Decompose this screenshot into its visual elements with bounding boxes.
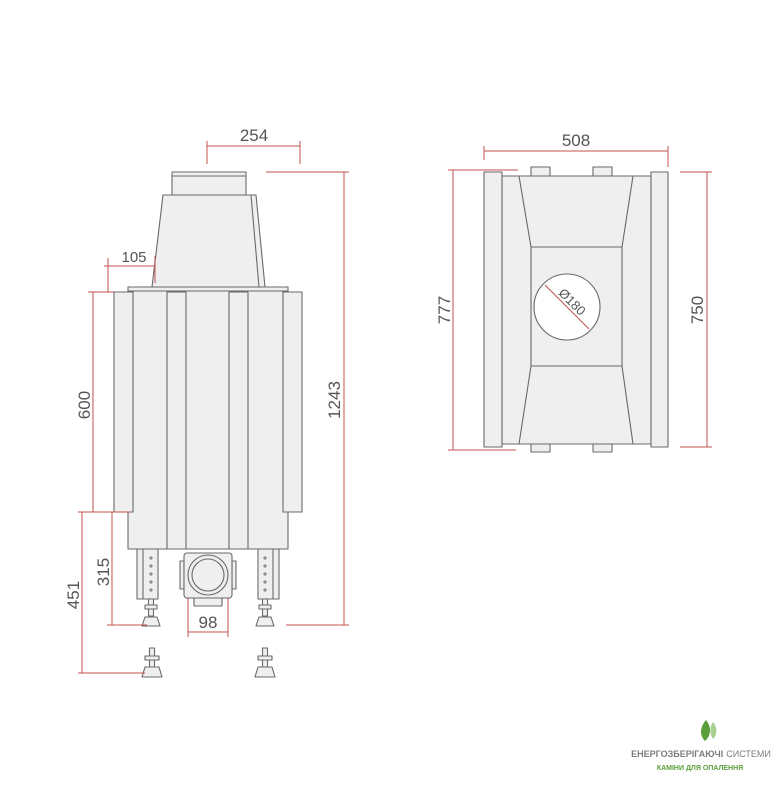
dim-leg-max-height: 451 [64, 512, 145, 674]
adjustment-hole [149, 588, 153, 592]
dim-label: 1243 [325, 381, 344, 419]
adjustment-hole [263, 564, 267, 568]
spare-foot-left [141, 647, 163, 678]
dim-leg-height: 315 [94, 512, 147, 626]
adjustment-hole [149, 564, 153, 568]
dim-line [544, 284, 590, 330]
dim-label: 451 [64, 581, 83, 609]
adjustment-hole [149, 572, 153, 576]
dim-depth-outer: 777 [435, 169, 518, 451]
front-rib-left [166, 291, 187, 550]
right-leg [255, 548, 280, 627]
intake-opening [191, 558, 225, 592]
dim-label: 105 [121, 249, 146, 266]
intake-outlet [193, 597, 223, 607]
leg-bracket [136, 548, 159, 600]
foot-washer [144, 655, 160, 661]
dim-side-offset: 105 [104, 249, 156, 292]
adjustment-hole [263, 580, 267, 584]
dim-intake-width: 98 [187, 598, 229, 637]
dim-total-height: 1243 [266, 171, 349, 626]
leg-foot-pad [255, 616, 275, 627]
adjustment-hole [149, 580, 153, 584]
top-view [483, 166, 669, 453]
intake-tab-left [179, 560, 185, 590]
dim-label: 508 [562, 131, 590, 150]
dim-label: 254 [240, 126, 268, 145]
dim-label: 315 [94, 558, 113, 586]
spare-foot-right [254, 647, 276, 678]
dim-label: 750 [688, 296, 707, 324]
flame-icon [700, 720, 717, 741]
firebox-body [127, 286, 289, 550]
right-side-panel [282, 291, 303, 513]
foot-washer [257, 655, 273, 661]
left-leg [136, 548, 161, 627]
foot-pad [141, 666, 163, 678]
dim-label: 98 [199, 613, 218, 632]
flame-back [710, 722, 717, 739]
foot-pad [254, 666, 276, 678]
dim-label: 777 [435, 296, 454, 324]
leg-nut [258, 604, 272, 610]
air-intake [179, 552, 237, 607]
top-right-side-panel [650, 171, 669, 448]
dim-depth-inner: 750 [680, 171, 712, 448]
hood [151, 194, 266, 288]
hood-inner-edge [250, 194, 260, 288]
front-rib-right [228, 291, 249, 550]
adjustment-hole [263, 556, 267, 560]
adjustment-hole [149, 556, 153, 560]
leg-bracket [257, 548, 280, 600]
leg-foot-pad [141, 616, 161, 627]
dim-panel-height: 600 [75, 291, 130, 513]
top-left-side-panel [483, 171, 503, 448]
intake-tab-right [231, 560, 237, 590]
dim-width: 508 [483, 131, 669, 167]
left-side-panel [113, 291, 134, 513]
brand-name-light: СИСТЕМИ [726, 749, 771, 759]
flame-front [700, 720, 711, 741]
dim-label: 600 [75, 391, 94, 419]
brand-tagline: КАМІНИ ДЛЯ ОПАЛЕННЯ [657, 765, 743, 772]
adjustment-hole [263, 572, 267, 576]
dim-flue-width: 254 [206, 126, 301, 164]
brand-name-bold: ЕНЕРГОЗБЕРІГАЮЧІ [631, 749, 723, 759]
adjustment-hole [263, 588, 267, 592]
leg-nut [144, 604, 158, 610]
dimensions: 254 1243 105 600 315 [64, 126, 712, 674]
front-view [113, 171, 303, 678]
